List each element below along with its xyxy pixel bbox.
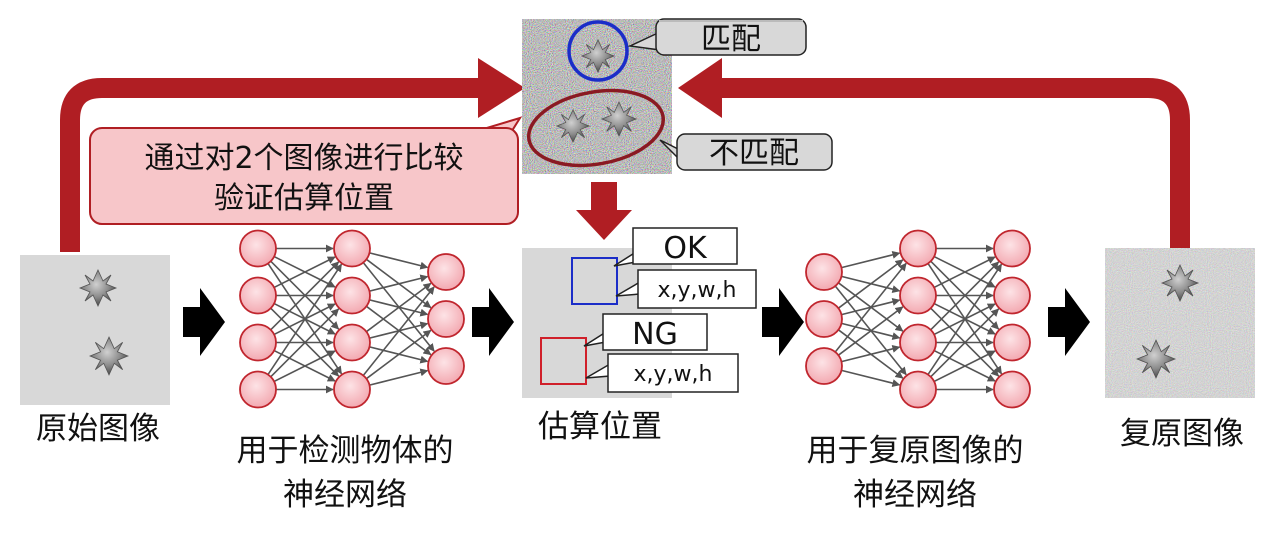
restore-nn-node	[805, 300, 843, 338]
restored-star-b-icon	[1136, 339, 1176, 379]
ng-text: NG	[632, 317, 678, 352]
match-callout: 匹配	[627, 18, 807, 57]
restore-nn-edge	[930, 261, 1000, 331]
down-arrow-shaft	[591, 182, 617, 212]
restore-nn-node	[993, 370, 1031, 409]
restore-nn-node	[899, 323, 937, 362]
match-circle	[567, 20, 629, 82]
ok-callout: OK x,y,w,h	[613, 227, 757, 309]
detect-nn-edge	[369, 252, 429, 270]
detect-nn-edge	[273, 350, 336, 383]
original-star-b-icon	[89, 336, 129, 376]
detect-nn-node	[333, 323, 371, 362]
restore-nn-edge	[930, 308, 1000, 378]
detect-nn-node	[239, 323, 277, 362]
restore-nn-node	[899, 370, 937, 409]
restore-nn-node	[993, 229, 1031, 268]
restore-nn-edge	[841, 250, 901, 269]
detect-nn-edge	[365, 329, 432, 380]
detect-nn-edge	[369, 368, 429, 386]
left-feedback-arrowhead	[478, 58, 525, 118]
feedback-arrows	[60, 58, 1190, 252]
detection-neural-network	[239, 229, 465, 409]
flow-arrow-1	[183, 288, 225, 356]
ng-coords-text: x,y,w,h	[634, 362, 713, 387]
restored-star-a-icon	[1161, 264, 1199, 302]
detect-nn-label-line2: 神经网络	[283, 477, 407, 513]
detect-nn-edge	[267, 263, 343, 375]
restore-nn-label-line1: 用于复原图像的	[806, 433, 1024, 469]
detect-nn-label-line1: 用于检测物体的	[236, 433, 454, 469]
original-star-a-icon	[79, 269, 117, 307]
restore-nn-node	[899, 229, 937, 268]
detect-nn-node	[427, 300, 465, 338]
restore-nn-edge	[927, 263, 1003, 375]
restore-nn-edge	[841, 369, 901, 388]
restoration-neural-network	[805, 229, 1031, 409]
restored-image-label: 复原图像	[1120, 416, 1244, 452]
right-feedback-arrowhead	[678, 58, 722, 118]
left-feedback-arrow	[60, 78, 490, 252]
ok-box	[571, 257, 618, 305]
detect-nn-edge	[273, 256, 336, 289]
ok-coords-text: x,y,w,h	[658, 278, 737, 303]
detect-nn-node	[427, 347, 465, 385]
star-nomatch-b-icon	[601, 101, 637, 137]
restore-nn-edge	[837, 306, 904, 356]
detect-nn-edge	[362, 286, 435, 376]
restore-nn-edge	[933, 350, 996, 383]
flow-arrow-3	[762, 288, 804, 356]
match-text: 匹配	[701, 22, 761, 57]
nomatch-ellipse	[526, 88, 666, 168]
restore-nn-node	[899, 276, 937, 315]
detect-nn-node	[333, 276, 371, 315]
nomatch-callout: 不匹配	[659, 133, 833, 171]
flow-arrows	[183, 288, 1090, 356]
restore-nn-edge	[933, 256, 996, 289]
ng-box	[540, 337, 587, 385]
detect-nn-node	[239, 229, 277, 268]
estimated-position-label: 估算位置	[538, 409, 662, 445]
detect-nn-node	[333, 370, 371, 409]
compare-text-line1: 通过对2个图像进行比较	[144, 141, 463, 176]
restore-nn-node	[805, 253, 843, 291]
detect-nn-edge	[270, 261, 340, 331]
original-image	[20, 255, 170, 405]
restore-nn-edge	[837, 259, 904, 309]
detect-nn-node	[333, 229, 371, 268]
restore-nn-node	[805, 347, 843, 385]
star-match-icon	[581, 39, 615, 73]
detect-nn-node	[239, 370, 277, 409]
restore-nn-node	[993, 276, 1031, 315]
ng-callout: NG x,y,w,h	[583, 313, 739, 393]
detect-nn-edge	[270, 308, 340, 378]
restore-nn-edge	[834, 262, 907, 353]
restored-image	[1105, 248, 1255, 398]
right-feedback-arrow	[712, 78, 1190, 248]
detect-nn-node	[427, 253, 465, 291]
restore-nn-node	[993, 323, 1031, 362]
down-arrow-head	[576, 210, 632, 240]
compare-callout: 通过对2个图像进行比较 验证估算位置	[89, 116, 523, 225]
detect-nn-edge	[365, 282, 432, 333]
restore-nn-edge	[841, 344, 901, 363]
nomatch-text: 不匹配	[709, 136, 799, 171]
flow-arrow-4	[1048, 288, 1090, 356]
restore-nn-label-line2: 神经网络	[853, 477, 977, 513]
ok-text: OK	[663, 231, 708, 266]
flow-arrow-2	[472, 288, 514, 356]
detect-nn-edge	[369, 274, 429, 292]
star-nomatch-a-icon	[556, 109, 590, 143]
detect-nn-node	[239, 276, 277, 315]
original-image-label: 原始图像	[36, 411, 160, 447]
compare-text-line2: 验证估算位置	[214, 181, 394, 216]
